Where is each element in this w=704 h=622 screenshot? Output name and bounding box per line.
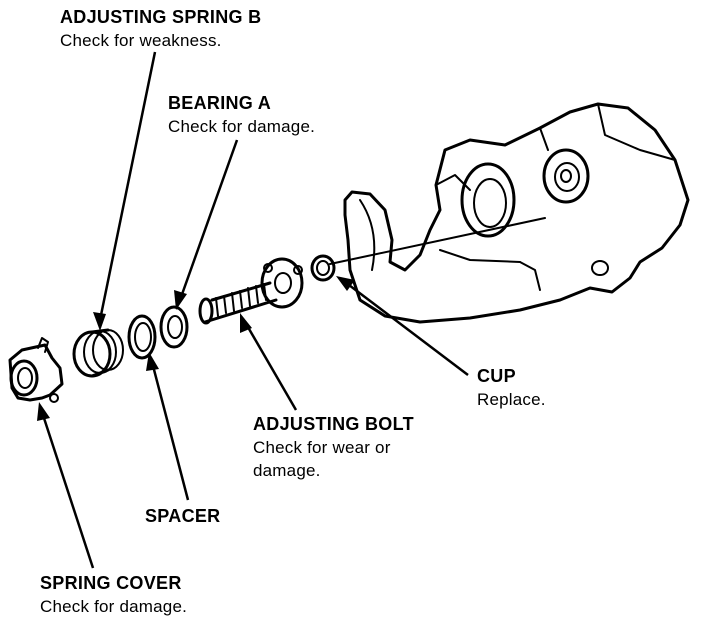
cup-title: CUP [477, 366, 516, 386]
leader-lines [37, 51, 469, 569]
bearing-a-part [159, 305, 189, 349]
adjusting-bolt-note-line2: damage. [253, 461, 321, 480]
adjusting-bolt-title: ADJUSTING BOLT [253, 414, 414, 434]
spring-cover-title: SPRING COVER [40, 573, 182, 593]
adjusting-spring-b-part [72, 328, 124, 378]
bearing-a-callout: BEARING A Check for damage. [168, 92, 315, 138]
adjusting-bolt-part [198, 257, 304, 325]
spring-cover-part [8, 337, 64, 403]
adjusting-spring-b-callout: ADJUSTING SPRING B Check for weakness. [60, 6, 261, 52]
bearing-a-note: Check for damage. [168, 117, 316, 136]
adjusting-bolt-note-line1: Check for wear or [253, 438, 391, 457]
spacer-part [127, 314, 157, 360]
bearing-a-title: BEARING A [168, 93, 272, 113]
spring-cover-callout: SPRING COVER Check for damage. [40, 572, 187, 618]
assembly-axis-line [329, 217, 546, 265]
cup-part [310, 254, 336, 282]
spring-cover-note: Check for damage. [40, 597, 188, 616]
cup-note: Replace. [477, 390, 546, 409]
adjusting-spring-b-note: Check for weakness. [60, 31, 222, 50]
spacer-title: SPACER [145, 506, 221, 526]
spacer-callout: SPACER [145, 505, 220, 528]
adjusting-bolt-callout: ADJUSTING BOLT Check for wear or damage. [253, 413, 414, 482]
caliper-body [343, 102, 690, 324]
adjusting-spring-b-title: ADJUSTING SPRING B [60, 7, 262, 27]
cup-callout: CUP Replace. [477, 365, 546, 411]
